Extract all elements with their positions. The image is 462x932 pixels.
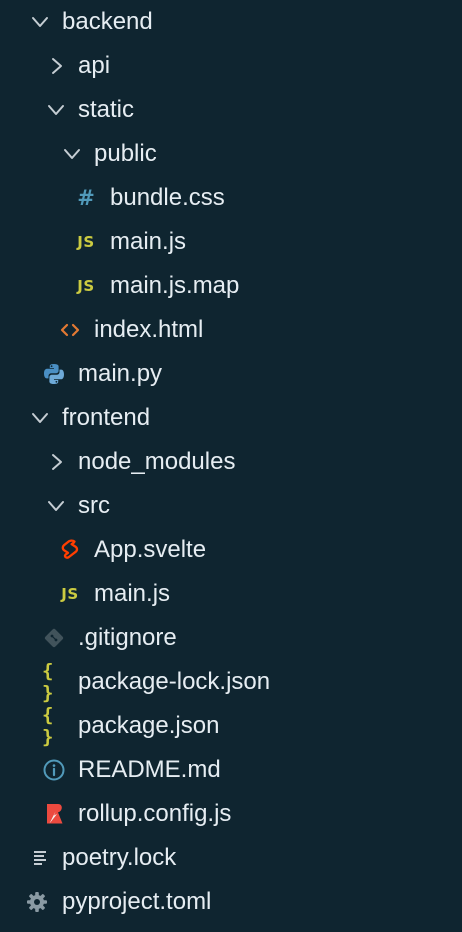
tree-item-label: src — [78, 492, 110, 519]
json-file-icon: { } — [42, 704, 66, 748]
chevron-down-icon — [28, 406, 52, 430]
tree-item-label: index.html — [94, 316, 204, 343]
tree-item-main-py[interactable]: main.py — [0, 352, 462, 396]
css-file-icon: # — [74, 186, 98, 210]
tree-item-rollup-config-js[interactable]: rollup.config.js — [0, 792, 462, 836]
tree-item-label: App.svelte — [94, 536, 207, 563]
tree-item-label: main.js — [110, 228, 187, 255]
tree-item-label: bundle.css — [110, 184, 225, 211]
tree-item-label: static — [78, 96, 135, 123]
tree-item-node-modules-folder[interactable]: node_modules — [0, 440, 462, 484]
tree-item-label: public — [94, 140, 157, 167]
svelte-file-icon — [58, 538, 82, 562]
json-badge: { } — [42, 660, 55, 704]
tree-item-pyproject-toml[interactable]: pyproject.toml — [0, 880, 462, 924]
tree-item-index-html[interactable]: index.html — [0, 308, 462, 352]
tree-item-label: package-lock.json — [78, 668, 271, 695]
chevron-down-icon — [60, 142, 84, 166]
tree-item-label: README.md — [78, 756, 221, 783]
tree-item-package-lock-json[interactable]: { } package-lock.json — [0, 660, 462, 704]
chevron-down-icon — [44, 98, 68, 122]
tree-item-package-json[interactable]: { } package.json — [0, 704, 462, 748]
tree-item-app-svelte[interactable]: App.svelte — [0, 528, 462, 572]
tree-item-label: pyproject.toml — [62, 888, 212, 915]
tree-item-label: node_modules — [78, 448, 236, 475]
tree-item-main-js[interactable]: JS main.js — [0, 220, 462, 264]
tree-item-label: frontend — [62, 404, 151, 431]
chevron-right-icon — [44, 54, 68, 78]
git-file-icon — [42, 626, 66, 650]
tree-item-backend-folder[interactable]: backend — [0, 0, 462, 44]
tree-item-public-folder[interactable]: public — [0, 132, 462, 176]
tree-item-label: main.js.map — [110, 272, 240, 299]
tree-item-bundle-css[interactable]: # bundle.css — [0, 176, 462, 220]
tree-item-frontend-folder[interactable]: frontend — [0, 396, 462, 440]
json-badge: { } — [42, 704, 55, 748]
tree-item-readme-md[interactable]: README.md — [0, 748, 462, 792]
info-file-icon — [42, 758, 66, 782]
js-badge: JS — [77, 277, 95, 295]
tree-item-label: main.js — [94, 580, 171, 607]
tree-item-api-folder[interactable]: api — [0, 44, 462, 88]
tree-item-label: api — [78, 52, 111, 79]
js-file-icon: JS — [74, 230, 98, 254]
tree-item-label: package.json — [78, 712, 220, 739]
python-file-icon — [42, 362, 66, 386]
js-file-icon: JS — [74, 274, 98, 298]
gear-file-icon — [25, 890, 49, 914]
tree-item-static-folder[interactable]: static — [0, 88, 462, 132]
tree-item-label: rollup.config.js — [78, 800, 232, 827]
js-badge: JS — [77, 233, 95, 251]
rollup-file-icon — [42, 802, 66, 826]
lock-file-icon — [28, 846, 52, 870]
tree-item-poetry-lock[interactable]: poetry.lock — [0, 836, 462, 880]
tree-item-label: poetry.lock — [62, 844, 177, 871]
tree-item-label: backend — [62, 8, 153, 35]
json-file-icon: { } — [42, 660, 66, 704]
chevron-down-icon — [28, 10, 52, 34]
tree-item-main-js-map[interactable]: JS main.js.map — [0, 264, 462, 308]
chevron-down-icon — [44, 494, 68, 518]
tree-item-gitignore[interactable]: .gitignore — [0, 616, 462, 660]
js-badge: JS — [61, 585, 79, 603]
tree-item-label: .gitignore — [78, 624, 177, 651]
css-badge: # — [77, 186, 95, 210]
tree-item-label: main.py — [78, 360, 163, 387]
html-file-icon — [58, 318, 82, 342]
chevron-right-icon — [44, 450, 68, 474]
tree-item-src-folder[interactable]: src — [0, 484, 462, 528]
tree-item-src-main-js[interactable]: JS main.js — [0, 572, 462, 616]
js-file-icon: JS — [58, 582, 82, 606]
